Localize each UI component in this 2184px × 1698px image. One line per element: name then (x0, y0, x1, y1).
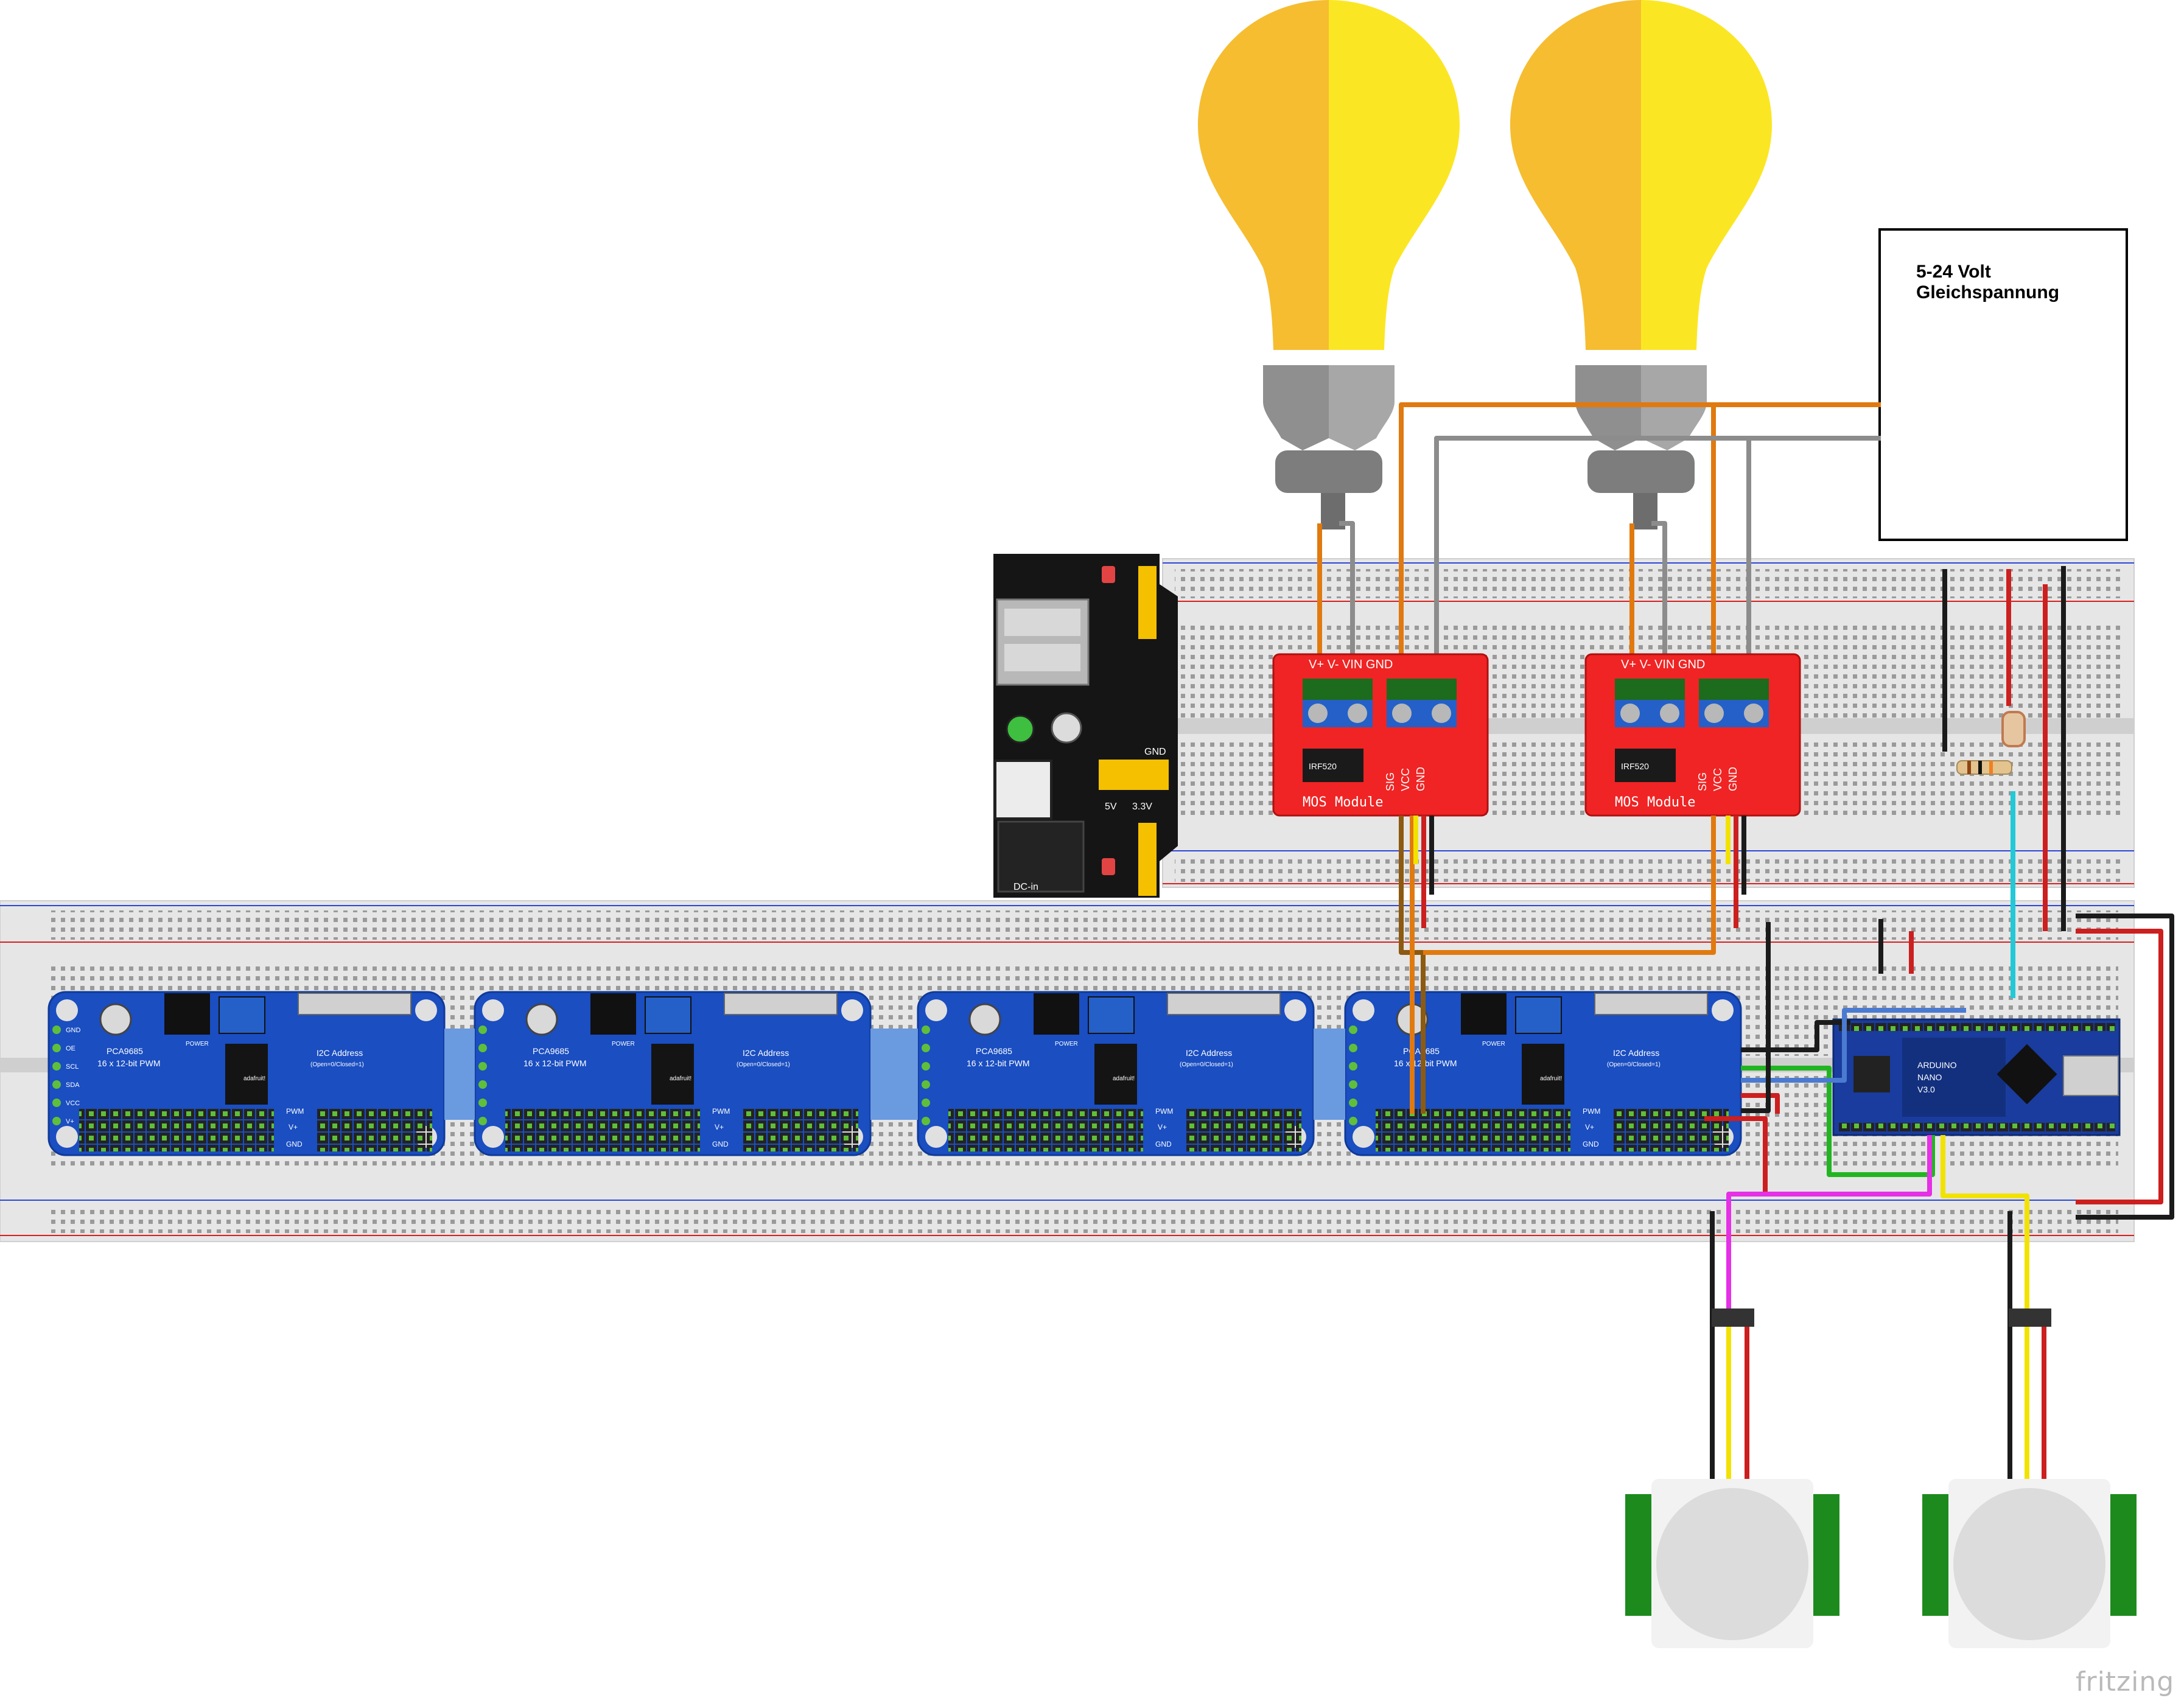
pin-vcc: VCC (66, 1100, 80, 1107)
fritzing-logo: fritzing (2076, 1666, 2175, 1697)
mos1-gnd: GND (1415, 767, 1427, 791)
photoresistor (2001, 711, 2026, 747)
pca-subtitle: 16 x 12-bit PWM (523, 1058, 586, 1068)
jumper-5v-bottom[interactable] (1138, 823, 1157, 896)
pca-title: PCA9685 (976, 1046, 1012, 1056)
pca-brand: adafruit! (243, 1075, 265, 1082)
pca-address-note: (Open=0/Closed=1) (737, 1061, 790, 1068)
mos2-title: MOS Module (1615, 795, 1695, 810)
arduino-nano: ARDUINO NANO V3.0 (1832, 1018, 2121, 1136)
mos1-pins-top: V+ V- VIN GND (1309, 658, 1393, 671)
pca-vplus: V+ (289, 1123, 298, 1131)
mos-module-1: IRF520 MOS Module V+ V- VIN GND SIG VCC … (1272, 653, 1489, 817)
pca-brand: adafruit! (670, 1075, 691, 1082)
pca-power: POWER (612, 1041, 635, 1047)
pca-vplus: V+ (1158, 1123, 1167, 1131)
power-supply-label-line1: 5-24 Volt (1916, 262, 1991, 282)
pin-gnd: GND (66, 1027, 81, 1034)
pca9685-board-3: PCA9685 16 x 12-bit PWM I2C Address (Ope… (917, 991, 1315, 1156)
light-bulb-1 (1198, 0, 1460, 529)
mos2-chip: IRF520 (1621, 761, 1649, 771)
pca-gnd: GND (286, 1140, 303, 1148)
pca9685-board-2: PCA9685 16 x 12-bit PWM I2C Address (Ope… (474, 991, 872, 1156)
mos2-sig: SIG (1696, 772, 1709, 791)
gnd-label: GND (1144, 747, 1166, 757)
pca-address-note: (Open=0/Closed=1) (1180, 1061, 1233, 1068)
power-led (1006, 714, 1035, 744)
pca-gnd: GND (1155, 1140, 1172, 1148)
pca-address-title: I2C Address (743, 1048, 789, 1058)
pca-pwm: PWM (1155, 1107, 1173, 1116)
pca9685-board-1: PCA9685 16 x 12-bit PWM I2C Address (Ope… (47, 991, 446, 1156)
pca-title: PCA9685 (533, 1046, 569, 1056)
pca-address-title: I2C Address (1186, 1048, 1232, 1058)
pca-power: POWER (1055, 1041, 1078, 1047)
pca-address-title: I2C Address (317, 1048, 363, 1058)
pca-power: POWER (1482, 1041, 1505, 1047)
arduino-name: ARDUINO (1917, 1060, 1957, 1070)
pca-gnd: GND (1583, 1140, 1599, 1148)
pca-pwm: PWM (1583, 1107, 1600, 1116)
pca-address-note: (Open=0/Closed=1) (1607, 1061, 1661, 1068)
power-switch[interactable] (994, 760, 1052, 820)
power-supply-label: 5-24 Volt Gleichspannung (1916, 262, 2059, 303)
mos-module-2: IRF520 MOS Module V+ V- VIN GND SIG VCC … (1584, 653, 1801, 817)
arduino-version: V3.0 (1917, 1085, 1935, 1094)
v5-label: 5V (1105, 802, 1117, 812)
wires-load (1317, 402, 1881, 660)
pca-brand: adafruit! (1540, 1075, 1562, 1082)
pca-subtitle: 16 x 12-bit PWM (967, 1058, 1029, 1068)
pca-brand: adafruit! (1113, 1075, 1135, 1082)
pca9685-board-4: PCA9685 16 x 12-bit PWM I2C Address (Ope… (1344, 991, 1742, 1156)
resistor (1956, 760, 2012, 775)
pca-title: PCA9685 (107, 1046, 143, 1056)
breadboard-power-module: GND 5V 3.3V DC-in (993, 554, 1178, 898)
mos1-vcc: VCC (1399, 768, 1412, 791)
dc-in-label: DC-in (1013, 882, 1038, 892)
pca-chain-connectors (444, 1029, 1345, 1120)
pca-left-pins: GND OE SCL SDA VCC V+ (52, 1025, 81, 1125)
wires-control (1399, 566, 2174, 1479)
mos2-gnd: GND (1727, 767, 1739, 791)
pir-sensor-1 (1625, 1308, 1839, 1648)
mos1-sig: SIG (1384, 772, 1396, 791)
pin-oe: OE (66, 1045, 75, 1052)
pca-vplus: V+ (715, 1123, 724, 1131)
power-supply-box (1878, 228, 2128, 541)
mos1-chip: IRF520 (1309, 761, 1337, 771)
pin-sda: SDA (66, 1081, 80, 1089)
mos2-vcc: VCC (1712, 768, 1724, 791)
power-supply-label-line2: Gleichspannung (1916, 282, 2060, 302)
pin-scl: SCL (66, 1063, 79, 1071)
pca-power: POWER (186, 1041, 209, 1047)
pca-address-title: I2C Address (1613, 1048, 1659, 1058)
pca-subtitle: 16 x 12-bit PWM (97, 1058, 160, 1068)
pca-vplus: V+ (1585, 1123, 1594, 1131)
jumper-5v-top[interactable] (1138, 566, 1157, 639)
pca-address-note: (Open=0/Closed=1) (310, 1061, 364, 1068)
mos1-title: MOS Module (1303, 795, 1383, 810)
mos2-pins-top: V+ V- VIN GND (1621, 658, 1705, 671)
pca-gnd: GND (712, 1140, 729, 1148)
pir-sensor-2 (1922, 1308, 2137, 1648)
arduino-model: NANO (1917, 1072, 1942, 1082)
pca-pwm: PWM (286, 1107, 304, 1116)
pin-vplus: V+ (66, 1118, 74, 1125)
v33-label: 3.3V (1132, 802, 1152, 812)
pca-pwm: PWM (712, 1107, 730, 1116)
light-bulb-2 (1510, 0, 1772, 529)
dc-jack (997, 820, 1085, 893)
